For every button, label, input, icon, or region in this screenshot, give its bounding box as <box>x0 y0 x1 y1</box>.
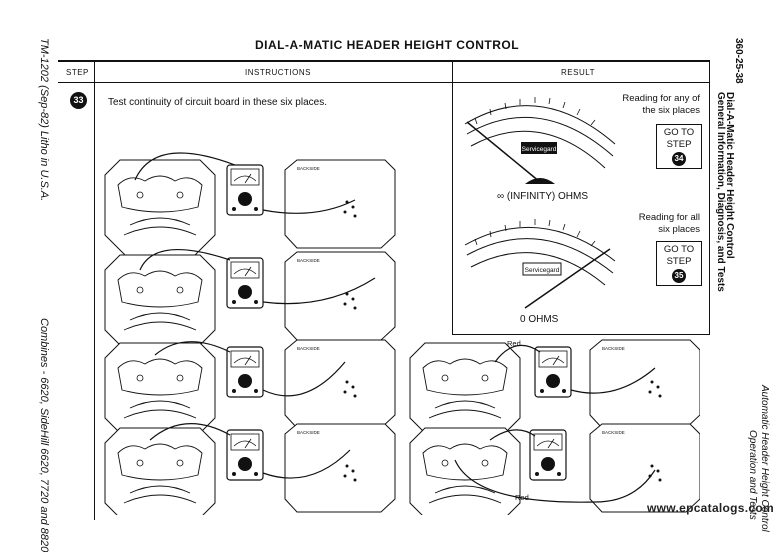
step-number-badge: 33 <box>70 92 87 109</box>
svg-text:Servicegard: Servicegard <box>522 146 557 153</box>
goto-step-34-badge: 34 <box>672 152 686 166</box>
test-panel-1: BACKSIDE <box>104 152 396 256</box>
right-margin-page-number: 360-25-38 <box>733 38 744 84</box>
test-panel-2: BACKSIDE <box>104 249 396 351</box>
column-header-result: RESULT <box>561 68 595 77</box>
test-panel-3: BACKSIDE <box>104 339 396 439</box>
svg-text:BACKSIDE: BACKSIDE <box>297 346 320 351</box>
svg-text:BACKSIDE: BACKSIDE <box>297 258 320 263</box>
goto-step-35-badge: 35 <box>672 269 686 283</box>
svg-text:Red: Red <box>515 493 529 502</box>
test-illustrations: BACKSIDE BACKSIDE BACKSIDE BACKSIDE Red … <box>104 152 700 515</box>
column-header-instructions: INSTRUCTIONS <box>245 68 311 77</box>
svg-text:BACKSIDE: BACKSIDE <box>297 430 320 435</box>
result-bottom-rule <box>452 334 710 335</box>
svg-text:Servicegard: Servicegard <box>525 267 560 274</box>
svg-text:BACKSIDE: BACKSIDE <box>602 430 625 435</box>
result-column-divider <box>452 60 453 335</box>
table-right-rule <box>709 60 710 335</box>
meter-face-infinity: Servicegard <box>464 97 616 184</box>
watermark: www.epcatalogs.com <box>647 501 774 515</box>
column-header-step: STEP <box>66 68 89 77</box>
meter-face-zero: Servicegard <box>464 219 616 309</box>
step-column-divider <box>94 60 95 520</box>
test-panel-5: BACKSIDE <box>104 423 396 515</box>
reading-zero-caption: 0 OHMS <box>520 314 559 325</box>
svg-text:BACKSIDE: BACKSIDE <box>297 166 320 171</box>
table-header-rule <box>58 82 710 83</box>
step-instruction: Test continuity of circuit board in thes… <box>108 97 327 108</box>
page-title: DIAL-A-MATIC HEADER HEIGHT CONTROL <box>255 38 520 52</box>
svg-text:Red: Red <box>507 339 521 348</box>
table-top-rule <box>58 60 710 62</box>
left-margin-publication: TM-1202 (Sep-82) Litho in U.S.A. <box>38 38 50 202</box>
test-panel-4: BACKSIDE Red <box>409 339 700 439</box>
reading-infinity-caption: ∞ (INFINITY) OHMS <box>497 191 589 202</box>
right-margin-subtitle: General Information, Diagnosis, and Test… <box>715 92 726 292</box>
test-panel-6: BACKSIDE Red <box>409 423 700 515</box>
svg-text:BACKSIDE: BACKSIDE <box>602 346 625 351</box>
left-margin-models: Combines - 6620, SideHill 6620, 7720 and… <box>38 318 50 552</box>
